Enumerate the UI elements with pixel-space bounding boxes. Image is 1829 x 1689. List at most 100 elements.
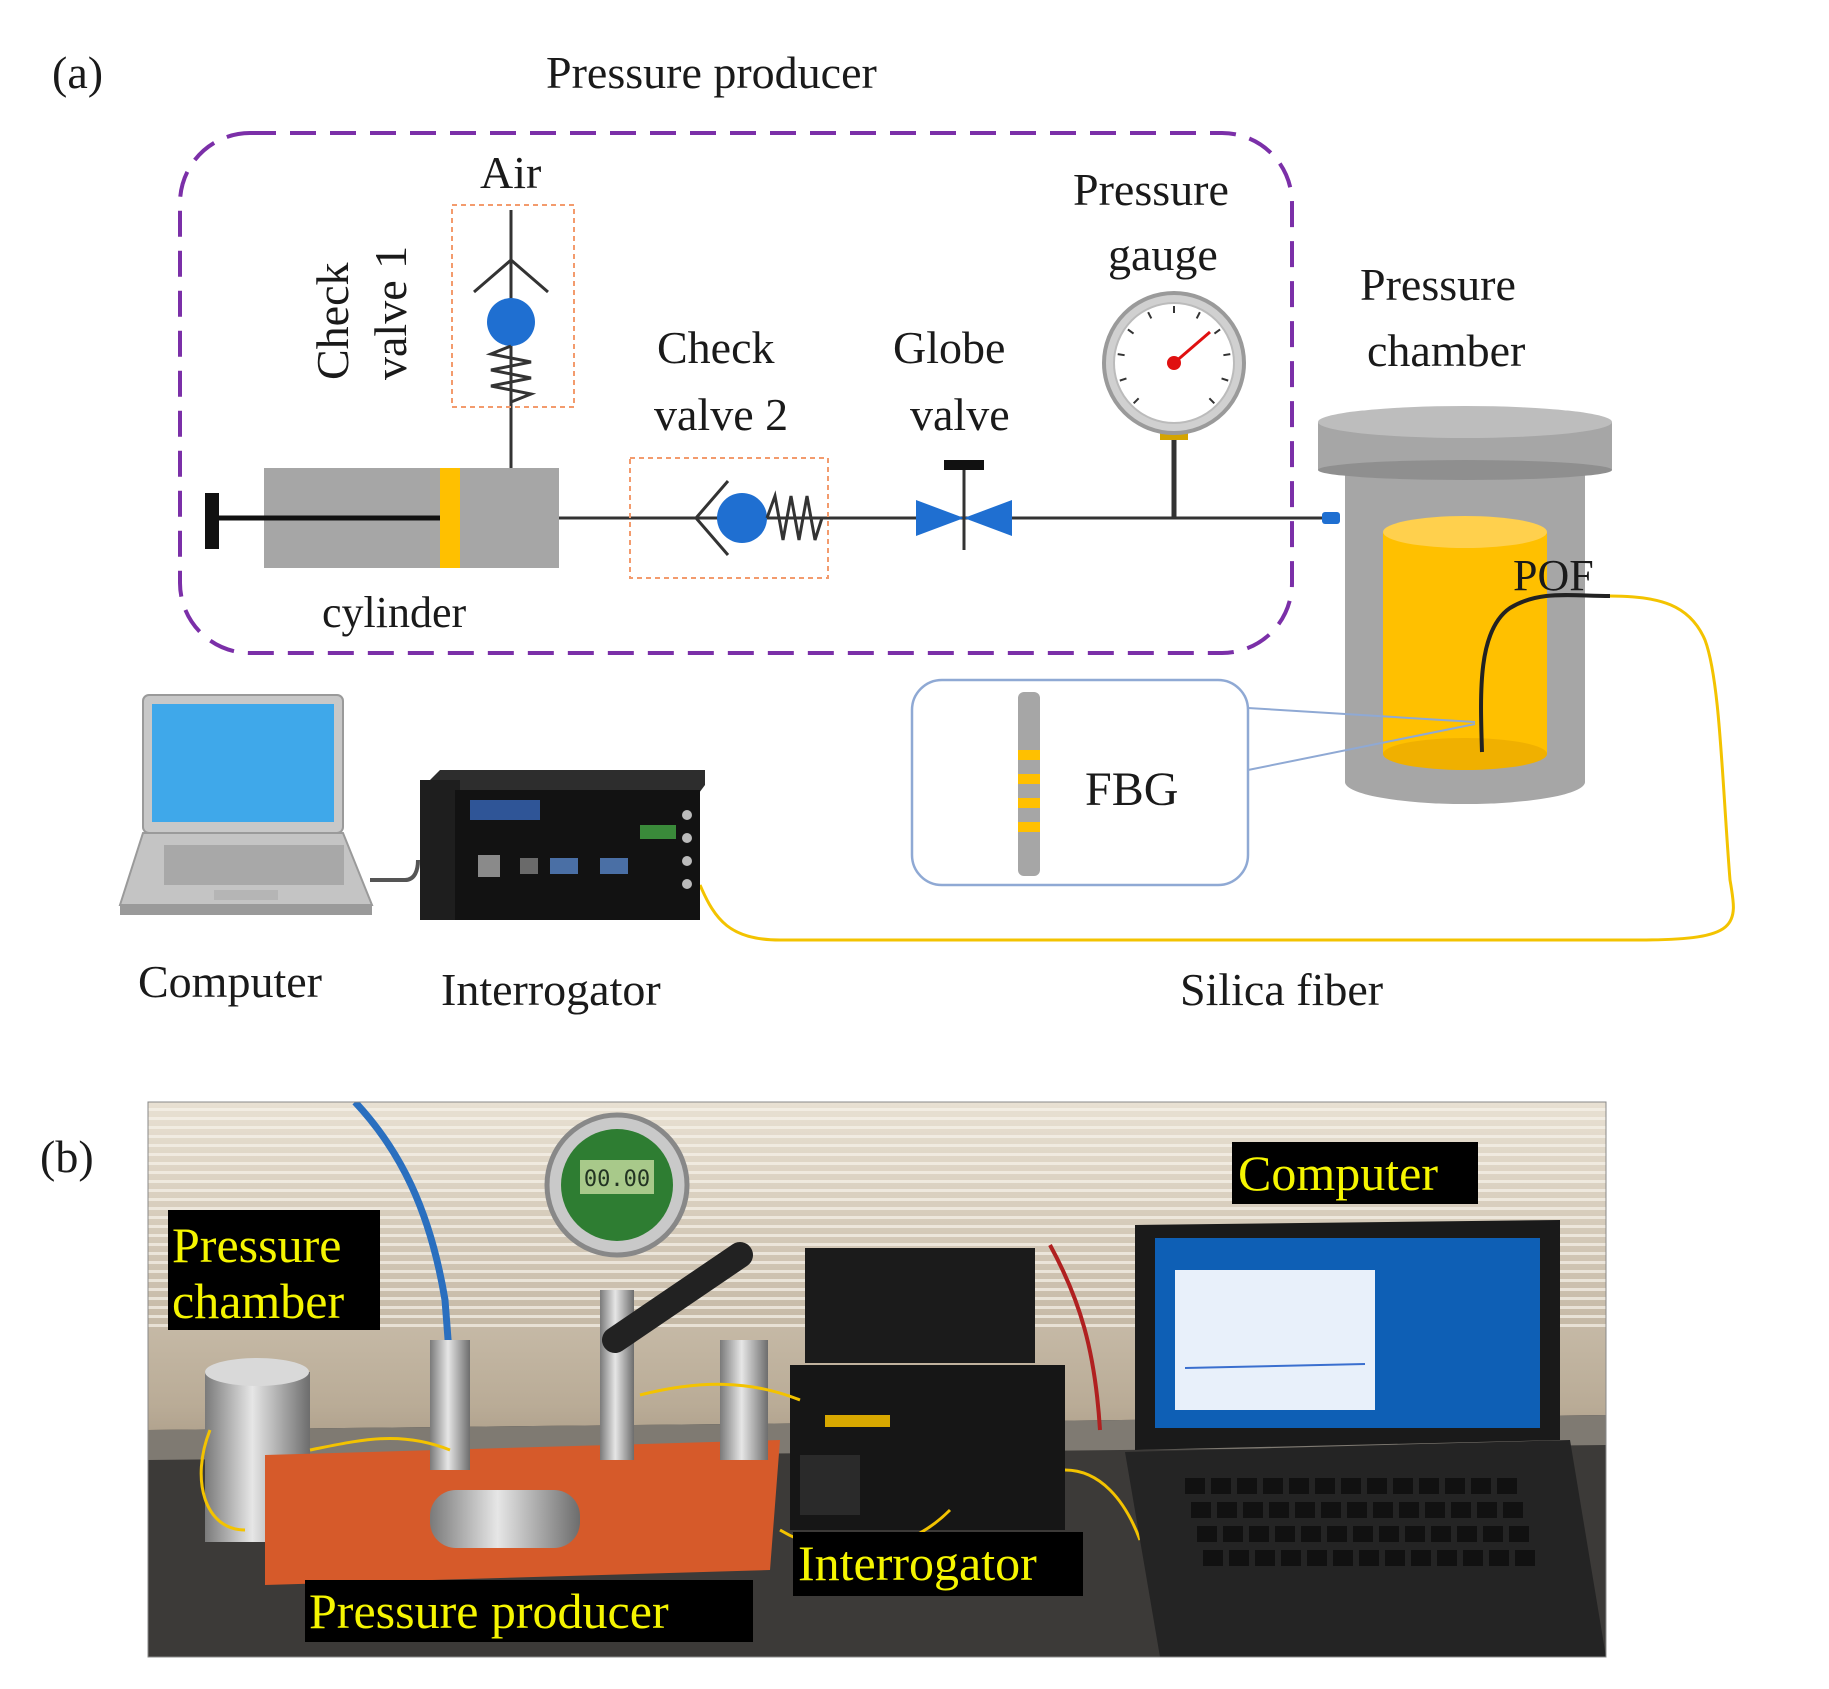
photo-laptop-key (1399, 1502, 1419, 1518)
photo-laptop-key (1341, 1478, 1361, 1494)
photo-laptop-key (1445, 1478, 1465, 1494)
photo-label-interrogator-text: Interrogator (798, 1535, 1037, 1591)
fbg-callout: FBG (910, 678, 1476, 887)
check-valve-1-label-line2: valve 1 (365, 246, 416, 380)
cylinder-label: cylinder (322, 588, 467, 637)
interrogator-port-1 (682, 810, 692, 820)
panel-a-tag: (a) (52, 47, 103, 98)
air-label: Air (480, 147, 541, 198)
globe-valve-left (916, 500, 964, 536)
interrogator-port-4 (682, 879, 692, 889)
check-valve-1-label-line1: Check (307, 262, 358, 380)
photo-laptop-key (1359, 1550, 1379, 1566)
laptop-cable (370, 859, 420, 882)
photo-laptop-key (1373, 1502, 1393, 1518)
chamber-liquid-top (1383, 516, 1547, 548)
photo-laptop-key (1243, 1502, 1263, 1518)
photo-laptop-key (1281, 1550, 1301, 1566)
check-valve-2-label-line2: valve 2 (654, 389, 788, 440)
interrogator-port-3 (682, 856, 692, 866)
photo-laptop-key (1405, 1526, 1425, 1542)
photo-label-interrogator-bg (793, 1532, 1083, 1596)
photo-laptop-key (1451, 1502, 1471, 1518)
photo-laptop-keyboard (1185, 1478, 1535, 1566)
photo-gauge-reading: 00.00 (584, 1167, 650, 1192)
photo-laptop-key (1483, 1526, 1503, 1542)
photo-fitting-2 (720, 1340, 768, 1460)
photo-cylinder (430, 1490, 580, 1548)
photo-laptop-key (1275, 1526, 1295, 1542)
gauge-tick (1223, 353, 1231, 357)
blind-slat (148, 1225, 1606, 1228)
gauge-tick (1213, 328, 1221, 335)
gauge-tick (1117, 353, 1125, 357)
fbg-grating-4 (1018, 822, 1040, 832)
fbg-callout-line-lower (1247, 723, 1476, 771)
photo-laptop-key (1263, 1478, 1283, 1494)
blue-air-tube (352, 1102, 454, 1366)
chamber-base (1345, 760, 1585, 804)
photo-label-computer-bg (1232, 1142, 1478, 1204)
gauge-needle (1173, 330, 1211, 365)
photo-laptop-key (1437, 1550, 1457, 1566)
photo-laptop-key (1503, 1502, 1523, 1518)
globe-valve (916, 460, 1012, 550)
photo-laptop-key (1419, 1478, 1439, 1494)
photo-laptop-key (1197, 1526, 1217, 1542)
photo-laptop-key (1321, 1502, 1341, 1518)
photo-laptop-key (1457, 1526, 1477, 1542)
interrogator-indicator (640, 825, 676, 839)
check-valve-1-label: Check valve 1 (307, 246, 416, 380)
photo-laptop-key (1229, 1550, 1249, 1566)
photo-laptop-key (1237, 1478, 1257, 1494)
fbg-callout-line-upper (1247, 707, 1476, 723)
photo-laptop-key (1497, 1478, 1517, 1494)
gauge-tick (1132, 397, 1140, 405)
laptop-illustration (118, 694, 374, 915)
photo-laptop-key (1333, 1550, 1353, 1566)
photo-laptop-key (1385, 1550, 1405, 1566)
photo-gauge-lcd (580, 1160, 654, 1194)
photo-laptop-key (1185, 1478, 1205, 1494)
photo-laptop-key (1289, 1478, 1309, 1494)
photo-handle (602, 1242, 753, 1353)
photo-laptop-key (1509, 1526, 1529, 1542)
interrogator-ethernet (520, 858, 538, 874)
photo-laptop-key (1295, 1502, 1315, 1518)
globe-valve-label-line2: valve (910, 389, 1010, 440)
check-valve-2 (694, 480, 824, 556)
photo-red-cable (1048, 1244, 1102, 1431)
gauge-needle-hub (1167, 356, 1181, 370)
blind-slat (148, 1234, 1606, 1237)
gauge-tick (1127, 328, 1135, 335)
photo-laptop-key (1203, 1550, 1223, 1566)
photo-label-pressure-chamber-line1: Pressure (172, 1217, 341, 1273)
gauge-ticks (1117, 306, 1231, 405)
blind-slat (148, 1189, 1606, 1192)
blind-slat (148, 1180, 1606, 1183)
laptop-keyboard (164, 845, 344, 885)
photo-laptop-key (1301, 1526, 1321, 1542)
chamber-lid-top (1318, 406, 1612, 438)
photo-label-pressure-chamber-line2: chamber (172, 1273, 344, 1329)
photo-chamber-lid (205, 1358, 309, 1386)
photo-label-computer-text: Computer (1238, 1145, 1438, 1201)
laptop-screen (152, 704, 334, 822)
chamber-liquid (1383, 532, 1547, 754)
blind-slat (148, 1108, 1606, 1111)
silica-fiber-label: Silica fiber (1180, 964, 1383, 1015)
check-valve-2-spring (765, 490, 824, 541)
photo-laptop-key (1515, 1550, 1535, 1566)
globe-valve-handle (944, 460, 984, 470)
panel-b-tag: (b) (40, 1131, 94, 1182)
photo-laptop-key (1425, 1502, 1445, 1518)
computer-label-a: Computer (138, 956, 322, 1007)
check-valve-2-box (629, 457, 829, 579)
pressure-gauge (1102, 291, 1246, 518)
check-valve-1-spring (485, 344, 537, 404)
interrogator-label-a: Interrogator (441, 964, 661, 1015)
pressure-producer-title: Pressure producer (546, 47, 877, 98)
pof-label: POF (1513, 551, 1594, 600)
blind-slat (148, 1243, 1606, 1246)
